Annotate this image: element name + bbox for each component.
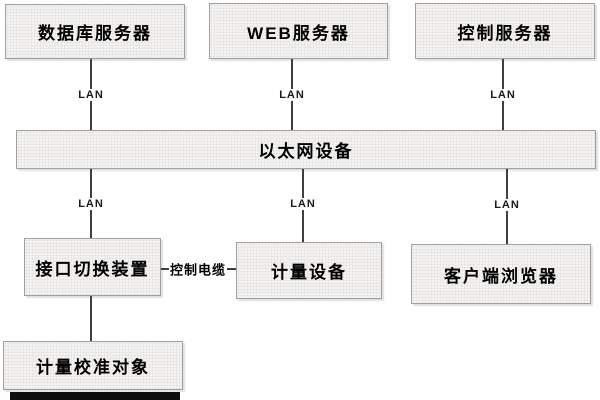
- node-client-browser: 客户端浏览器: [411, 244, 591, 304]
- lan-label-client: LAN: [491, 199, 523, 211]
- lan-label-database: LAN: [75, 89, 107, 101]
- node-calibration-object-label: 计量校准对象: [36, 358, 150, 377]
- node-database-server: 数据库服务器: [5, 4, 185, 59]
- node-database-server-label: 数据库服务器: [38, 24, 152, 43]
- node-ethernet-device: 以太网设备: [16, 130, 596, 169]
- node-control-server-label: 控制服务器: [457, 23, 553, 43]
- node-web-server: WEB服务器: [209, 3, 388, 59]
- node-web-server-label: WEB服务器: [247, 23, 350, 43]
- node-calibration-object: 计量校准对象: [3, 341, 183, 390]
- lan-label-web: LAN: [276, 89, 308, 101]
- connector-switch-to-calibration: [90, 296, 92, 341]
- lan-label-control: LAN: [487, 89, 519, 101]
- node-metering-device: 计量设备: [236, 242, 382, 299]
- node-interface-switch: 接口切换装置: [24, 238, 161, 296]
- node-client-browser-label: 客户端浏览器: [444, 266, 558, 286]
- node-interface-switch-label: 接口切换装置: [35, 259, 150, 279]
- node-ethernet-device-label: 以太网设备: [258, 142, 354, 161]
- lan-label-meter: LAN: [287, 198, 319, 210]
- bottom-black-strip: [10, 392, 180, 400]
- node-control-server: 控制服务器: [415, 3, 595, 59]
- control-cable-label: 控制电缆: [168, 259, 228, 279]
- lan-label-switch: LAN: [75, 198, 107, 210]
- node-metering-device-label: 计量设备: [271, 263, 347, 282]
